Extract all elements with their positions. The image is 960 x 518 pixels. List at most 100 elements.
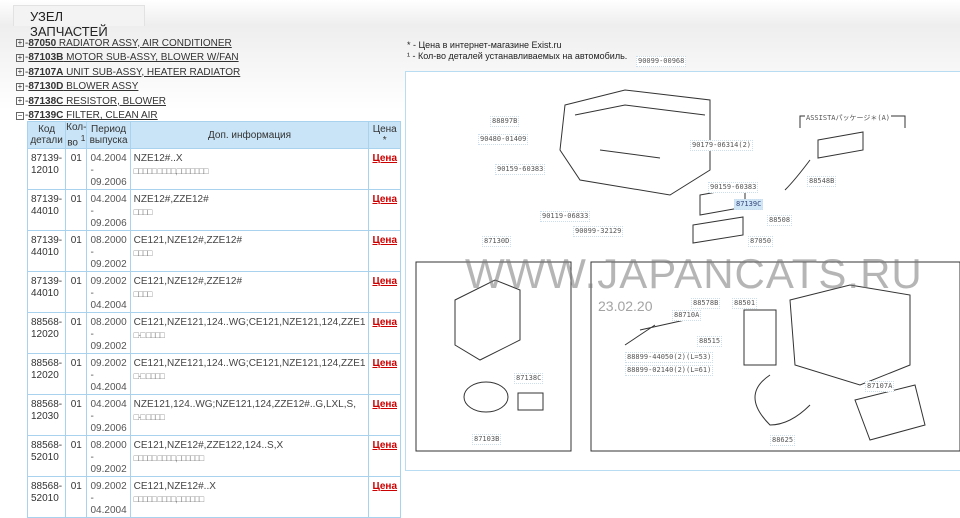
part-code: 88568-12020 <box>26 353 67 396</box>
extra-info: CE121,NZE12#,ZZE122,124..S,X□□□□□ □□□□,□… <box>129 435 370 478</box>
tab-parts-assembly[interactable]: УЗЕЛ ЗАПЧАСТЕЙ <box>13 5 145 39</box>
callout-88625[interactable]: 88625 <box>770 435 796 446</box>
period: 08.2000-09.2002 <box>86 312 131 355</box>
price-link[interactable]: Цена <box>372 317 398 329</box>
price-link[interactable]: Цена <box>372 194 398 206</box>
price-link[interactable]: Цена <box>372 153 398 165</box>
table-row: 88568-52010 01 08.2000-09.2002 CE121,NZE… <box>26 435 402 478</box>
tree-item-87103B[interactable]: +-87103B MOTOR SUB-ASSY, BLOWER W/FAN <box>16 51 240 66</box>
tree-item-87139C[interactable]: −-87139C FILTER, CLEAN AIR <box>16 109 240 124</box>
col-period: Период выпуска <box>86 120 131 150</box>
tree-item-link[interactable]: 87050 RADIATOR ASSY, AIR CONDITIONER <box>28 37 232 49</box>
filter-drawing <box>692 186 746 244</box>
callout-88897B[interactable]: 88897B <box>490 116 520 127</box>
tree-connector: - <box>25 66 29 78</box>
callout-90119-06833[interactable]: 90119-06833 <box>540 211 591 222</box>
callout-90099-00968[interactable]: 90099-00968 <box>636 56 687 67</box>
pipe-drawing <box>624 319 686 346</box>
tree-item-87130D[interactable]: +-87130D BLOWER ASSY <box>16 80 240 95</box>
period: 09.2002-04.2004 <box>86 353 131 396</box>
part-code: 88568-52010 <box>26 435 67 478</box>
callout-88578B[interactable]: 88578B <box>691 298 721 309</box>
heater-core-drawing <box>854 384 926 441</box>
price-link[interactable]: Цена <box>372 235 398 247</box>
callout-88710A[interactable]: 88710A <box>672 310 702 321</box>
tree-item-link[interactable]: 87138C RESISTOR, BLOWER <box>28 95 166 107</box>
tree-item-link[interactable]: 87139C FILTER, CLEAN AIR <box>28 110 158 122</box>
expand-icon[interactable]: + <box>16 38 24 48</box>
callout-87103B[interactable]: 87103B <box>472 434 502 445</box>
price-cell: Цена <box>368 230 402 273</box>
expand-icon[interactable]: + <box>16 52 24 62</box>
collapse-icon[interactable]: − <box>16 110 24 120</box>
price-cell: Цена <box>368 394 402 437</box>
tree-connector: - <box>25 81 29 93</box>
extra-info: CE121,NZE12#,ZZE12#□□□□ <box>129 271 370 314</box>
callout-87130D[interactable]: 87130D <box>482 236 512 247</box>
radiator-group-box <box>590 261 960 452</box>
price-link[interactable]: Цена <box>372 481 398 493</box>
table-row: 87139-44010 01 09.2002-04.2004 CE121,NZE… <box>26 271 402 314</box>
assista-filter-drawing <box>817 131 864 159</box>
price-note: * - Цена в интернет-магазине Exist.ru <box>407 40 562 50</box>
callout-90159-60383[interactable]: 90159-60383 <box>708 182 759 193</box>
wire-drawing <box>754 374 811 426</box>
watermark: WWW.JAPANCATS.RU <box>465 250 923 297</box>
tree-item-link[interactable]: 87107A UNIT SUB-ASSY, HEATER RADIATOR <box>28 66 241 78</box>
expand-icon[interactable]: + <box>16 67 24 77</box>
callout-87138C[interactable]: 87138C <box>514 373 544 384</box>
table-row: 88568-12020 01 08.2000-09.2002 CE121,NZE… <box>26 312 402 355</box>
part-code: 88568-12030 <box>26 394 67 437</box>
callout-88899-021402L61[interactable]: 88899-02140(2)(L=61) <box>625 365 714 376</box>
blower-group-box <box>415 261 572 452</box>
callout-87107A[interactable]: 87107A <box>865 381 895 392</box>
callout-90099-32129[interactable]: 90099-32129 <box>573 226 624 237</box>
price-cell: Цена <box>368 189 402 232</box>
part-code: 88568-12020 <box>26 312 67 355</box>
callout-90480-01409[interactable]: 90480-01409 <box>478 134 529 145</box>
tree-connector: - <box>25 110 29 122</box>
watermark-date: 23.02.20 <box>598 298 653 314</box>
qty: 01 <box>65 189 88 232</box>
extra-info: NZE12#,ZZE12#□□□□ <box>129 189 370 232</box>
tree-connector: - <box>25 95 29 107</box>
col-info: Доп. информация <box>129 120 370 150</box>
callout-87139C[interactable]: 87139C <box>734 199 764 210</box>
period: 08.2000-09.2002 <box>86 435 131 478</box>
price-link[interactable]: Цена <box>372 358 398 370</box>
arrow-drawing <box>784 159 811 191</box>
period: 09.2002-04.2004 <box>86 271 131 314</box>
callout-87050[interactable]: 87050 <box>748 236 774 247</box>
parts-tree: +-87050 RADIATOR ASSY, AIR CONDITIONER+-… <box>16 36 240 123</box>
tree-item-87107A[interactable]: +-87107A UNIT SUB-ASSY, HEATER RADIATOR <box>16 65 240 80</box>
period: 04.2004-09.2006 <box>86 148 131 191</box>
callout-90179-063142[interactable]: 90179-06314(2) <box>690 140 754 151</box>
diagram-drawing <box>415 89 960 452</box>
price-link[interactable]: Цена <box>372 440 398 452</box>
col-code: Код детали <box>26 120 67 150</box>
period: 08.2000-09.2002 <box>86 230 131 273</box>
col-qty: Кол-во 1 <box>65 120 88 150</box>
expand-icon[interactable]: + <box>16 96 24 106</box>
blower-motor-drawing <box>463 381 509 413</box>
tree-item-87138C[interactable]: +-87138C RESISTOR, BLOWER <box>16 94 240 109</box>
price-link[interactable]: Цена <box>372 276 398 288</box>
qty-note: ¹ - Кол-во деталей устанавливаемых на ав… <box>407 51 628 61</box>
part-code: 87139-12010 <box>26 148 67 191</box>
callout-88508[interactable]: 88508 <box>767 215 793 226</box>
tree-item-87050[interactable]: +-87050 RADIATOR ASSY, AIR CONDITIONER <box>16 36 240 51</box>
callout-88515[interactable]: 88515 <box>697 336 723 347</box>
expand-icon[interactable]: + <box>16 81 24 91</box>
callout-90159-60383[interactable]: 90159-60383 <box>495 164 546 175</box>
tree-item-link[interactable]: 87103B MOTOR SUB-ASSY, BLOWER W/FAN <box>28 52 239 64</box>
callout-88501[interactable]: 88501 <box>732 298 758 309</box>
blower-drawing <box>454 279 521 361</box>
price-cell: Цена <box>368 148 402 191</box>
col-price: Цена* <box>368 120 402 150</box>
callout-88548B[interactable]: 88548B <box>807 176 837 187</box>
footnotes: * - Цена в интернет-магазине Exist.ru ¹ … <box>407 40 627 62</box>
tree-item-link[interactable]: 87130D BLOWER ASSY <box>28 81 139 93</box>
callout-88899-440502L53[interactable]: 88899-44050(2)(L=53) <box>625 352 714 363</box>
tree-connector: - <box>25 52 29 64</box>
price-link[interactable]: Цена <box>372 399 398 411</box>
